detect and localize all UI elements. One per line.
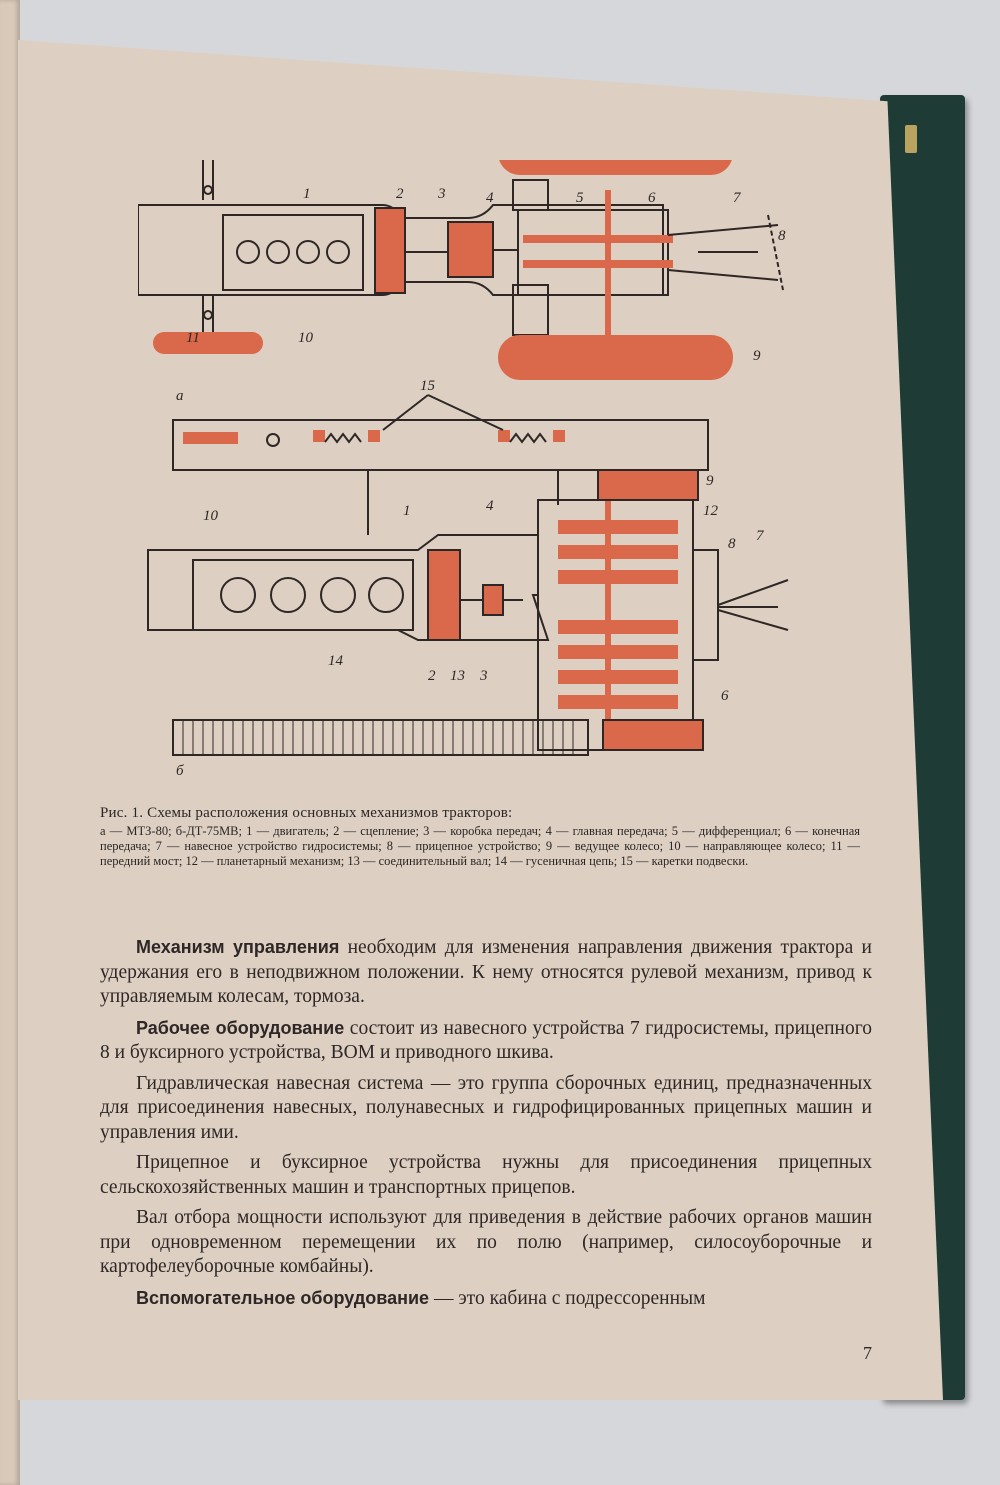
paragraph-1-rest: необходим для изменения направления движ… <box>100 937 872 1007</box>
caption-legend: а — МТЗ-80; б-ДТ-75МВ; 1 — двигатель; 2 … <box>100 824 860 868</box>
label-a-10: 10 <box>298 330 314 346</box>
label-b-4: 4 <box>486 498 494 514</box>
panel-b-schematic <box>147 394 789 756</box>
panel-a-schematic <box>138 160 784 380</box>
label-b-9: 9 <box>706 473 714 489</box>
panel-b-label: б <box>176 763 184 779</box>
paragraph-pto: Вал отбора мощности используют для приве… <box>100 1207 872 1277</box>
book-page: 1 2 3 4 5 6 7 8 9 10 11 а <box>18 40 943 1400</box>
paragraph-2-rest: состоит из навесного устройства 7 гидрос… <box>100 1017 872 1064</box>
caption-title: Рис. 1. Схемы расположения основных меха… <box>100 805 513 821</box>
term-control-mechanism: Механизм управления <box>136 937 340 957</box>
tractor-schematic-figure: 1 2 3 4 5 6 7 8 9 10 11 а <box>138 160 789 779</box>
label-b-14: 14 <box>328 653 344 669</box>
label-b-2: 2 <box>428 668 436 684</box>
label-a-1: 1 <box>303 186 311 202</box>
front-wheel-bottom <box>153 332 263 354</box>
label-b-6: 6 <box>721 688 729 704</box>
label-a-5: 5 <box>576 190 584 206</box>
book-cover-gilt <box>905 125 917 153</box>
label-b-15: 15 <box>420 378 436 394</box>
label-a-3: 3 <box>437 186 446 202</box>
page-number: 7 <box>863 1343 872 1363</box>
rear-wheel-bottom <box>498 335 733 380</box>
label-a-11: 11 <box>186 330 200 346</box>
label-b-7: 7 <box>756 528 765 544</box>
label-a-7: 7 <box>733 190 742 206</box>
label-b-12: 12 <box>703 503 719 519</box>
label-b-10: 10 <box>203 508 219 524</box>
term-auxiliary-equipment: Вспомогательное оборудование <box>136 1287 430 1308</box>
term-working-equipment: Рабочее оборудование <box>136 1017 345 1038</box>
rear-wheel-top <box>498 160 733 175</box>
paragraph-auxiliary-equipment: Вспомогательное оборудование — это кабин… <box>100 1286 872 1312</box>
label-a-8: 8 <box>778 228 786 244</box>
body-text: Механизм управления необходим для измене… <box>100 935 872 1317</box>
label-a-6: 6 <box>648 190 656 206</box>
label-b-13: 13 <box>450 668 465 684</box>
paragraph-working-equipment: Рабочее оборудование состоит из навесног… <box>100 1016 872 1066</box>
label-b-8: 8 <box>728 536 736 552</box>
panel-a-label: а <box>176 388 184 404</box>
paragraph-6-rest: — это кабина с подрессоренным <box>429 1287 706 1309</box>
paragraph-control-mechanism: Механизм управления необходим для измене… <box>100 935 872 1010</box>
previous-page-edge <box>0 0 20 1485</box>
label-b-3: 3 <box>479 668 488 684</box>
label-b-1: 1 <box>403 503 411 519</box>
figure-caption: Рис. 1. Схемы расположения основных меха… <box>100 805 860 869</box>
label-a-9: 9 <box>753 348 761 364</box>
track-chain <box>172 719 589 756</box>
paragraph-hydraulic-system: Гидравлическая навесная система — это гр… <box>100 1072 872 1143</box>
label-a-4: 4 <box>486 190 494 206</box>
label-a-2: 2 <box>396 186 404 202</box>
paragraph-hitch-devices: Прицепное и буксирное устройства нужны д… <box>100 1152 872 1198</box>
